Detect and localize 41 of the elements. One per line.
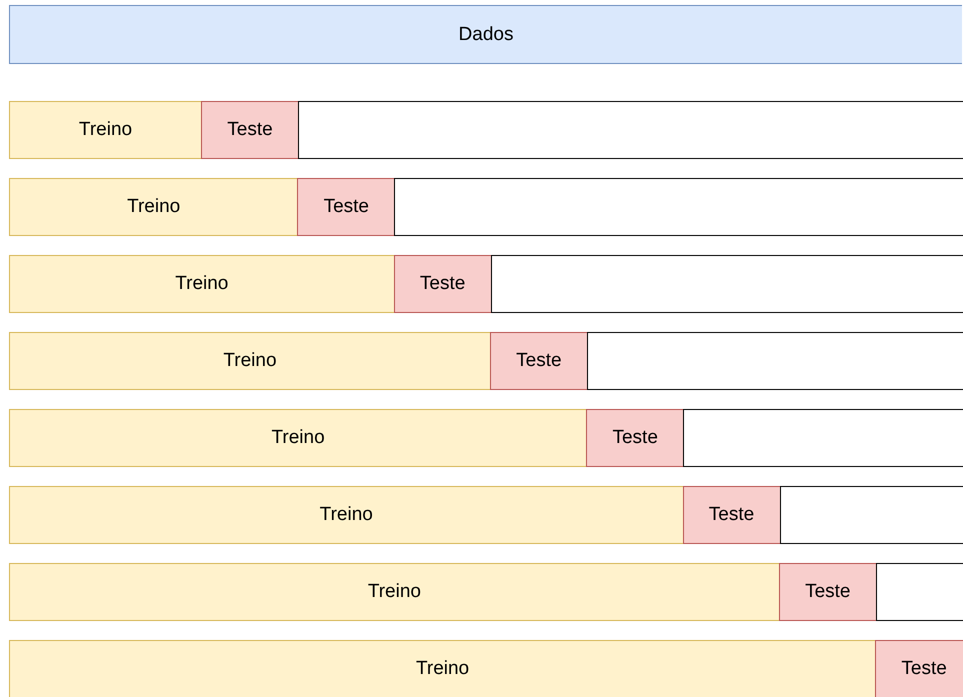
test-segment (201, 101, 298, 159)
segment-label: Teste (227, 119, 273, 141)
remaining-segment (683, 409, 963, 467)
remaining-segment (394, 178, 963, 236)
segment-label: Treino (320, 504, 373, 526)
segment-label: Treino (223, 350, 277, 372)
remaining-segment (780, 486, 963, 544)
test-segment (875, 640, 963, 697)
segment-label: Treino (368, 581, 421, 603)
test-segment (778, 563, 876, 621)
segment-label: Teste (516, 350, 562, 372)
training-segment (9, 101, 201, 159)
training-segment (9, 563, 779, 621)
test-segment (394, 255, 491, 313)
remaining-segment (876, 563, 963, 621)
training-segment (9, 178, 298, 236)
segment-label: Treino (272, 427, 325, 449)
training-segment (9, 409, 586, 467)
training-segment (9, 332, 490, 390)
segment-label: Teste (805, 581, 850, 603)
training-segment (9, 255, 394, 313)
segment-label: Teste (901, 658, 947, 680)
segment-label: Teste (324, 196, 369, 218)
segment-label: Teste (420, 273, 466, 295)
remaining-segment (490, 255, 963, 313)
segment-label: Treino (416, 658, 470, 680)
segment-label: Dados (458, 24, 514, 46)
segment-label: Teste (708, 504, 754, 526)
test-segment (682, 486, 780, 544)
segment-label: Treino (127, 196, 180, 218)
segment-label: Treino (175, 273, 228, 295)
test-segment (490, 332, 587, 390)
remaining-segment (586, 332, 963, 390)
segment-label: Treino (78, 119, 132, 141)
training-segment (9, 640, 876, 697)
test-segment (297, 178, 394, 236)
test-segment (586, 409, 684, 467)
training-segment (9, 486, 682, 544)
remaining-segment (298, 101, 963, 159)
segment-label: Teste (612, 427, 658, 449)
data-bar (9, 5, 962, 64)
